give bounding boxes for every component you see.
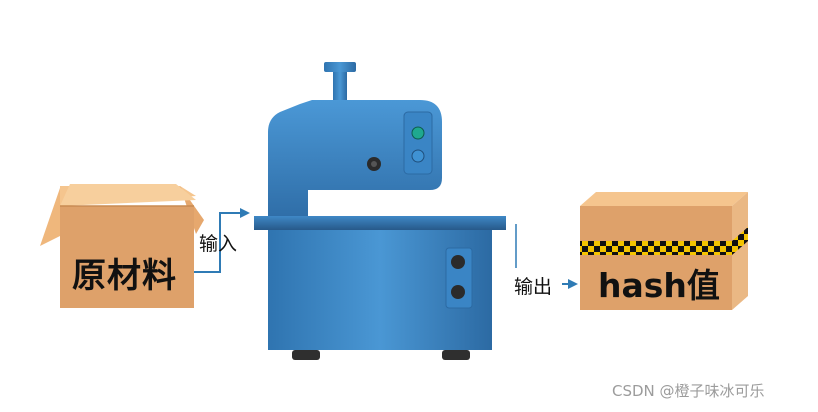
machine-icon — [254, 62, 506, 360]
input-box-label: 原材料 — [72, 256, 177, 296]
input-arrow-label: 输入 — [199, 233, 238, 255]
hash-box-icon — [580, 192, 748, 310]
arrow-icon — [240, 208, 250, 218]
watermark: CSDN @橙子味冰可乐 — [612, 382, 765, 400]
output-box-label: hash值 — [598, 266, 720, 305]
output-arrow-label: 输出 — [514, 276, 553, 298]
raw-material-box-icon — [40, 184, 204, 308]
arrow-icon — [568, 279, 578, 289]
output-arrow — [515, 224, 578, 289]
input-arrow — [194, 208, 250, 273]
